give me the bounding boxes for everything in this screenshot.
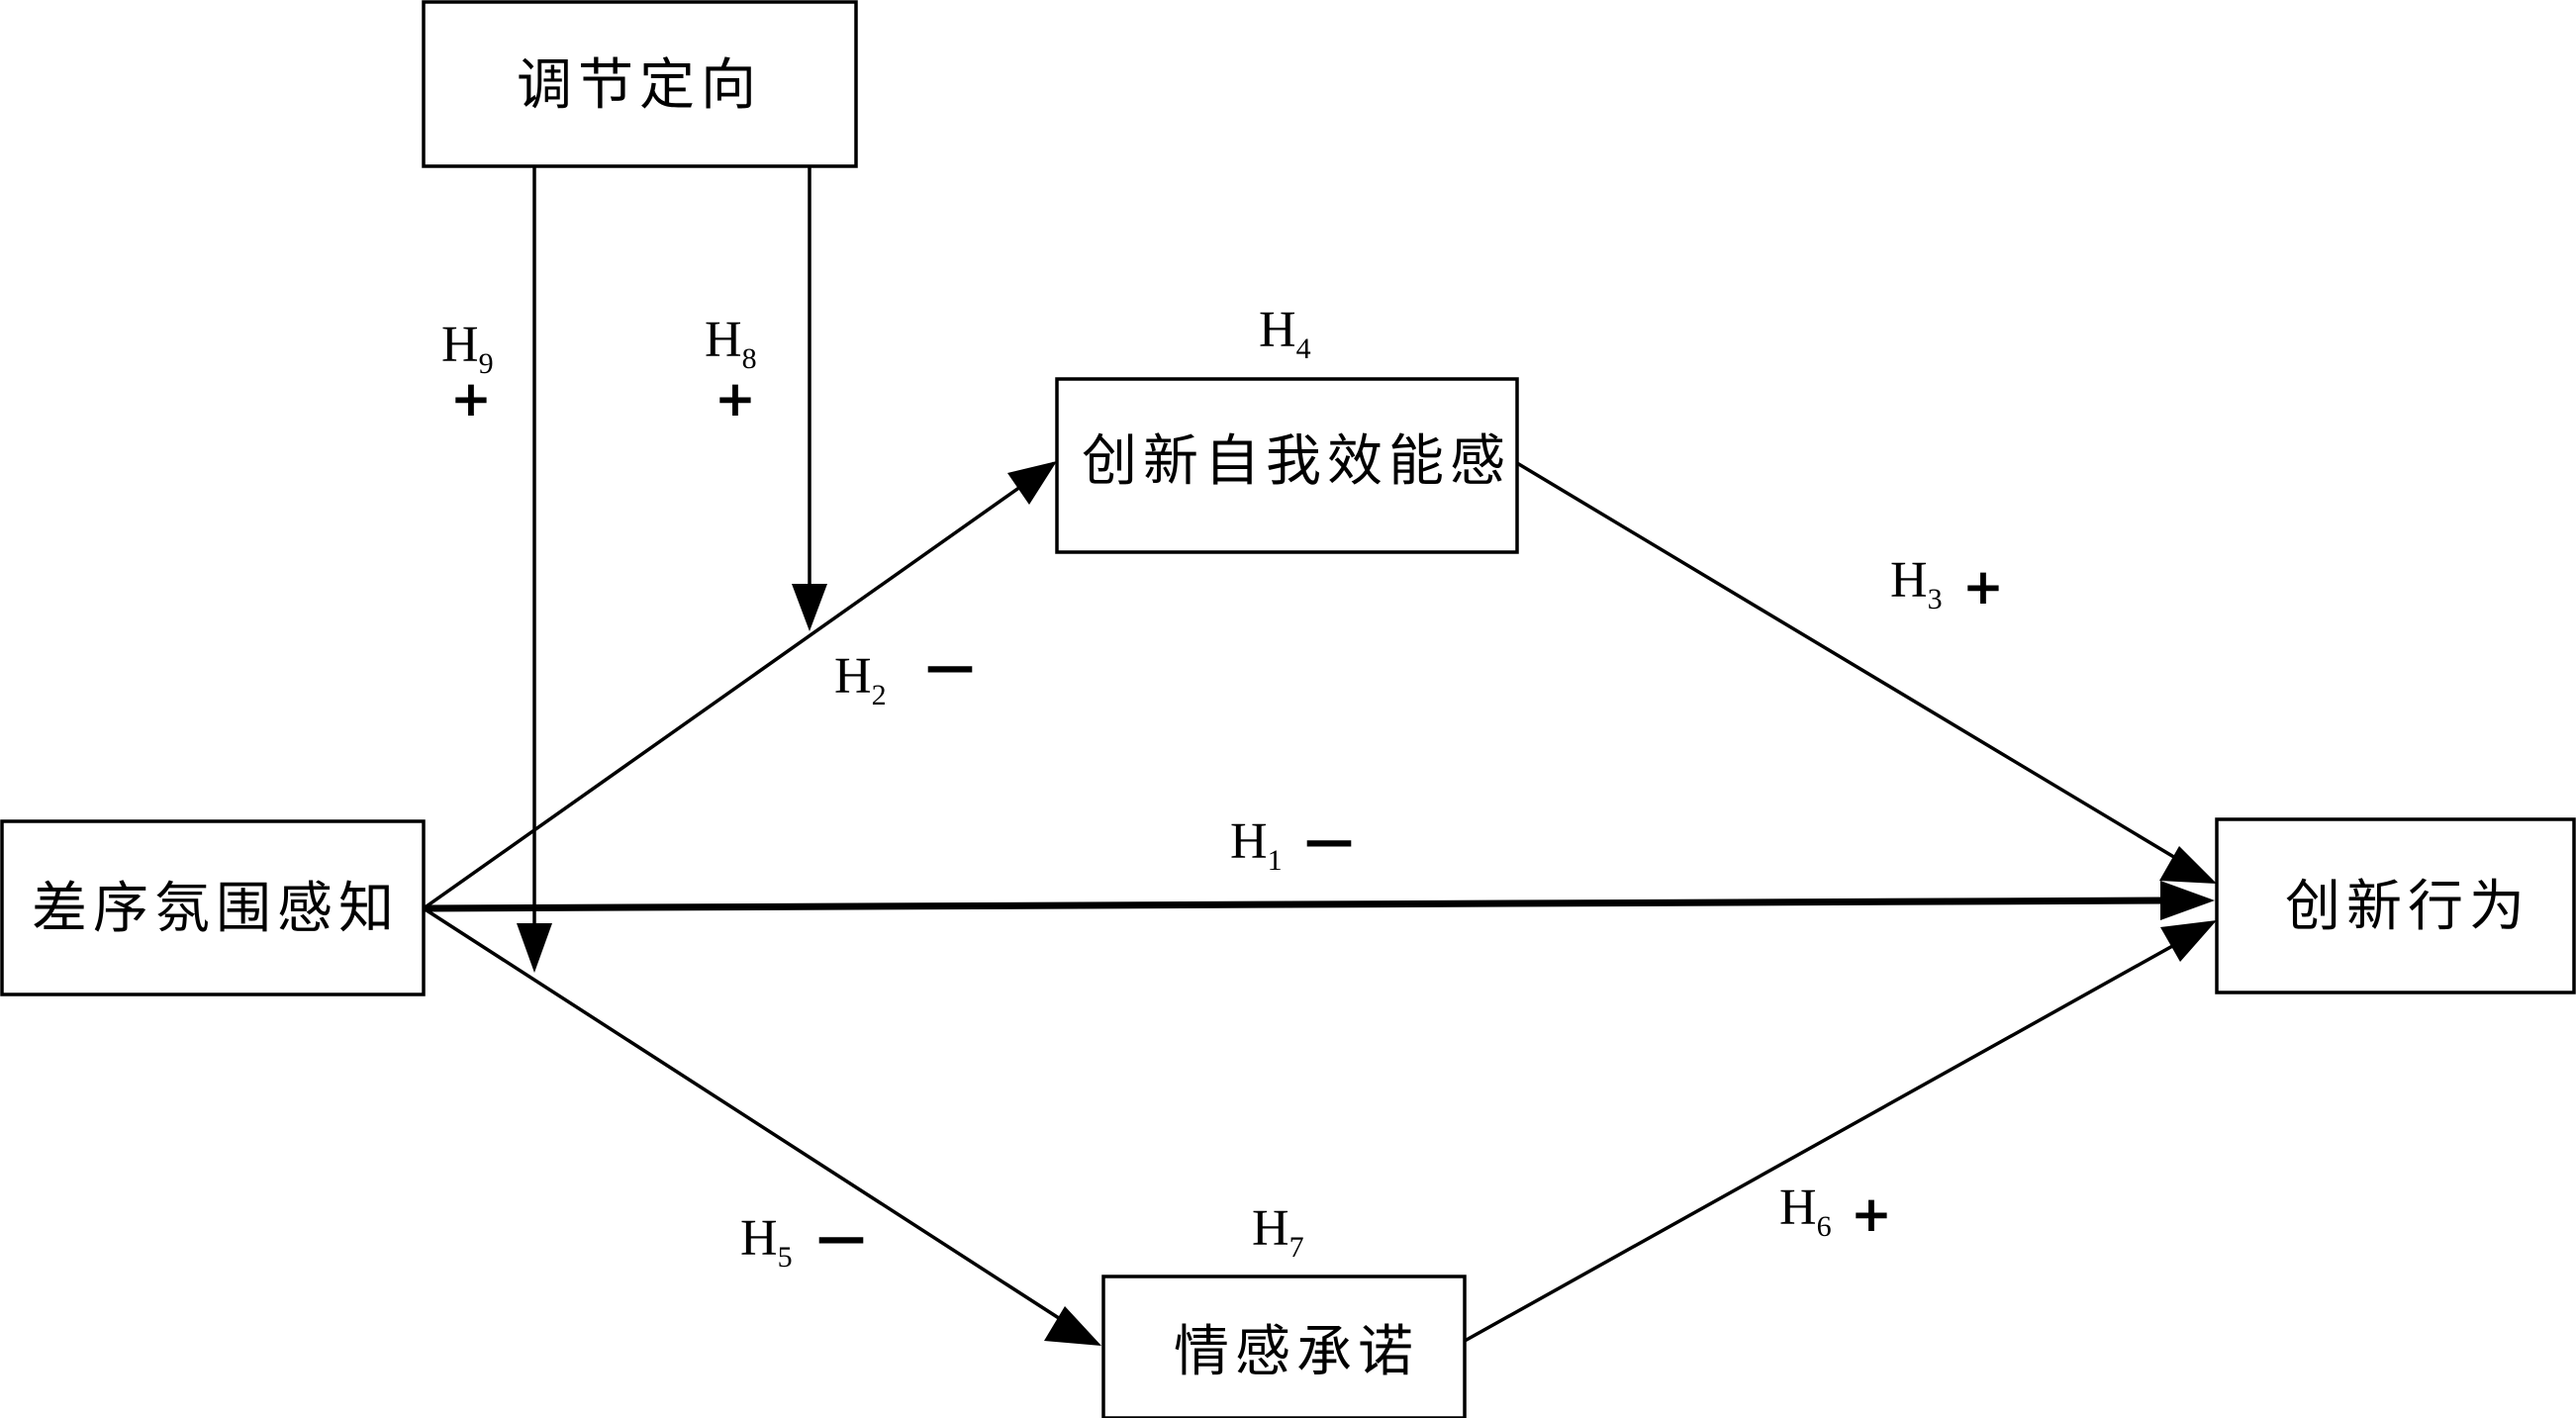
h1-sign: — [1304,811,1354,869]
h2-subscript: 2 [872,679,887,711]
arrowhead-h2 [1007,461,1057,505]
svg-text:H4: H4 [1259,302,1311,365]
svg-text:H2: H2 [834,648,887,711]
h1-letter: H [1230,813,1268,870]
hypothesis-label-h6: H6 + [1779,1180,1892,1243]
h9-letter: H [441,317,479,373]
svg-text:H7: H7 [1252,1200,1304,1264]
hypothesis-label-h7: H7 [1252,1200,1304,1264]
edge-h2-arrow [422,461,1056,910]
hypothesis-label-h5: H5 — [740,1208,866,1274]
svg-text:H3: H3 [1890,552,1943,615]
h8-letter: H [705,312,742,368]
h6-sign: + [1851,1185,1892,1243]
h3-subscript: 3 [1928,583,1943,615]
node-innovative-behavior: 创新行为 [2215,817,2576,994]
h6-subscript: 6 [1817,1210,1832,1243]
hypothesis-label-h1: H1 — [1230,811,1354,877]
node-self-efficacy-label: 创新自我效能感 [1082,429,1511,494]
svg-text:H8: H8 [705,312,757,375]
hypothesis-label-h2: H2 — [834,637,975,711]
arrowhead-h5 [1044,1306,1101,1346]
arrowhead-h3 [2159,846,2217,884]
edge-h1-arrow [423,897,2168,912]
edge-h5-arrow [423,906,1080,1333]
node-self-efficacy: 创新自我效能感 [1055,377,1519,554]
h2-letter: H [834,648,872,705]
svg-text:H1: H1 [1230,813,1283,877]
hypothesis-label-h3: H3 + [1890,552,2004,615]
h8-sign: + [715,370,756,427]
node-regulatory-focus: 调节定向 [422,0,858,168]
h4-subscript: 4 [1296,332,1311,365]
arrowhead-h8 [792,584,827,631]
h4-letter: H [1259,302,1296,358]
h3-letter: H [1890,552,1928,609]
h5-sign: — [816,1208,866,1266]
h2-sign: — [925,637,975,695]
h9-subscript: 9 [479,347,494,380]
h7-subscript: 7 [1289,1231,1304,1264]
h5-subscript: 5 [778,1241,793,1274]
hypothesis-label-h8: H8 + [705,312,757,427]
node-innovative-behavior-label: 创新行为 [2285,875,2530,939]
svg-text:H6: H6 [1779,1180,1832,1243]
arrowhead-h9 [517,923,552,973]
h9-sign: + [450,370,492,427]
svg-text:H9: H9 [441,317,494,380]
svg-text:H5: H5 [740,1210,793,1274]
node-affective-commitment: 情感承诺 [1101,1275,1467,1418]
arrowhead-h1 [2160,881,2215,920]
node-perceived-chaxu: 差序氛围感知 [0,819,426,996]
h1-subscript: 1 [1268,844,1283,877]
node-perceived-chaxu-label: 差序氛围感知 [32,877,400,941]
node-affective-commitment-label: 情感承诺 [1174,1320,1419,1384]
arrowhead-h6 [2160,920,2217,962]
hypothesis-label-h9: H9 + [441,317,494,427]
node-regulatory-focus-label: 调节定向 [517,53,762,118]
hypothesis-label-h4: H4 [1259,302,1311,365]
h7-letter: H [1252,1200,1289,1257]
h8-subscript: 8 [742,342,757,375]
h5-letter: H [740,1210,778,1267]
h3-sign: + [1962,558,2004,615]
edge-h6-arrow [1464,933,2193,1343]
edge-h3-arrow [1516,461,2193,870]
h6-letter: H [1779,1180,1817,1236]
